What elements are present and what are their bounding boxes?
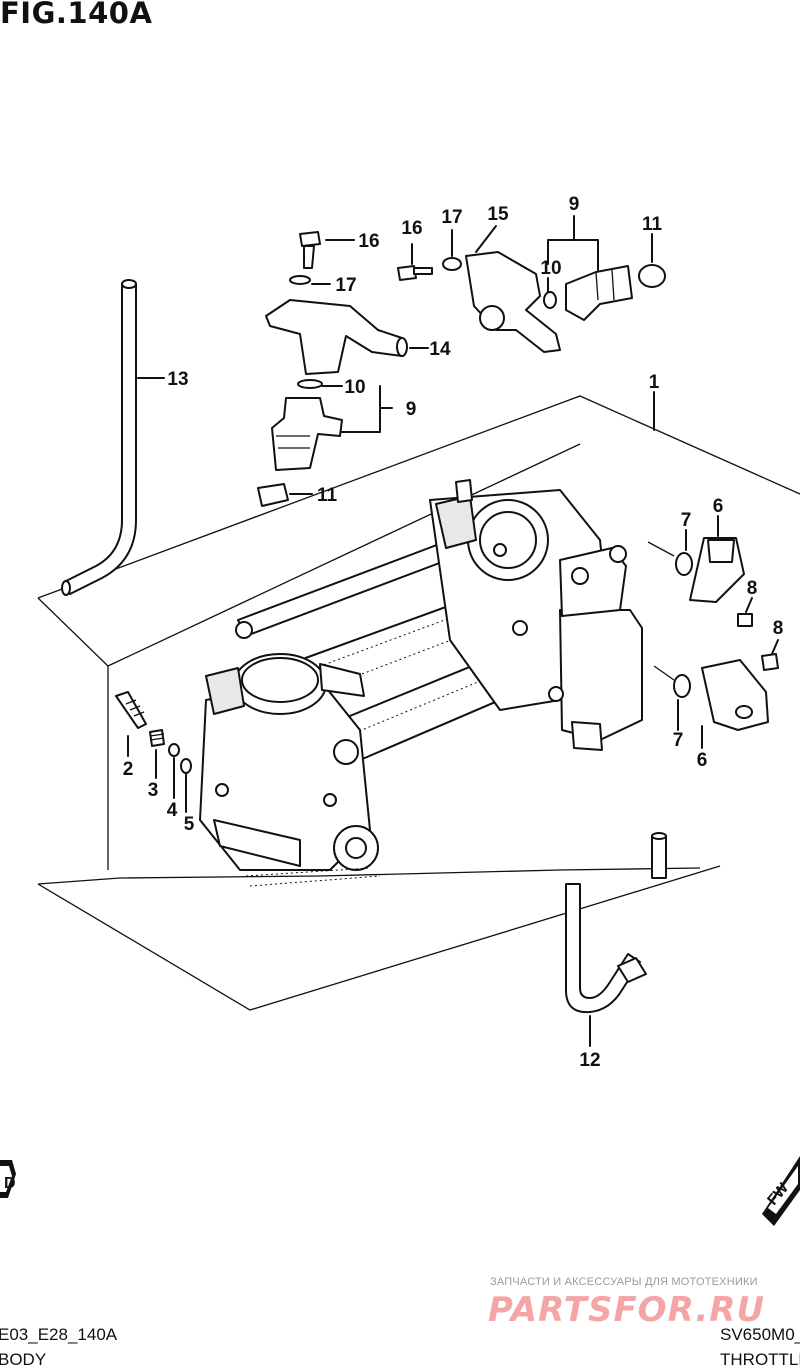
- callout-labels: 1 2 3 4 5 6 6 7 7 8 8 9 9 10 10 11 11 12…: [123, 194, 784, 1071]
- callout-11-top: 11: [642, 214, 663, 235]
- callout-6-bottom: 6: [697, 750, 708, 771]
- callout-14: 14: [429, 339, 451, 360]
- callout-17-left: 17: [335, 275, 356, 296]
- callout-11-left: 11: [317, 485, 338, 506]
- callout-13: 13: [167, 369, 188, 390]
- callout-7-bottom: 7: [673, 730, 684, 751]
- injector-assembly-right: [397, 251, 666, 353]
- callout-4: 4: [167, 800, 178, 821]
- callout-5: 5: [184, 814, 195, 835]
- diagram-code-left: E03_E28_140A: [0, 1325, 118, 1344]
- injector-assembly-left: [257, 231, 408, 507]
- throttle-body-1: [199, 479, 643, 887]
- callout-9-left: 9: [406, 399, 417, 420]
- forward-badge-right: FW: [762, 1156, 800, 1226]
- section-name-left: BODY: [0, 1350, 47, 1369]
- callout-12: 12: [579, 1050, 600, 1071]
- watermark-tagline: ЗАПЧАСТИ И АКСЕССУАРЫ ДЛЯ МОТОТЕХНИКИ: [490, 1276, 758, 1288]
- callout-15: 15: [487, 204, 509, 225]
- callout-10-left: 10: [344, 377, 365, 398]
- sensor-parts-6-8: [647, 537, 779, 731]
- callout-6-top: 6: [713, 496, 724, 517]
- adjust-screw-parts-2-5: [115, 691, 192, 774]
- hose-13: [61, 279, 137, 596]
- callout-7-top: 7: [681, 510, 692, 531]
- badge-left-text: D: [4, 1175, 16, 1192]
- callout-8-bottom: 8: [773, 618, 784, 639]
- callout-10-top: 10: [540, 258, 561, 279]
- callout-8-top: 8: [747, 578, 758, 599]
- leader-lines: [127, 215, 779, 1047]
- callout-16-left: 16: [358, 231, 379, 252]
- diagram-code-right: SV650M0_: [720, 1325, 800, 1344]
- callout-2: 2: [123, 759, 134, 780]
- assembly-outline: [37, 395, 800, 1011]
- watermark-logo: PARTSFOR.RU: [488, 1290, 766, 1330]
- section-name-right: THROTTLE I: [720, 1350, 800, 1369]
- figure-title: FIG.140A: [0, 0, 153, 30]
- forward-badge-left: D: [0, 1160, 16, 1198]
- callout-3: 3: [148, 780, 159, 801]
- callout-17-right: 17: [441, 207, 462, 228]
- callout-1: 1: [649, 372, 660, 393]
- hose-12: [565, 832, 667, 1014]
- callout-9-top: 9: [569, 194, 580, 215]
- callout-16-right: 16: [401, 218, 422, 239]
